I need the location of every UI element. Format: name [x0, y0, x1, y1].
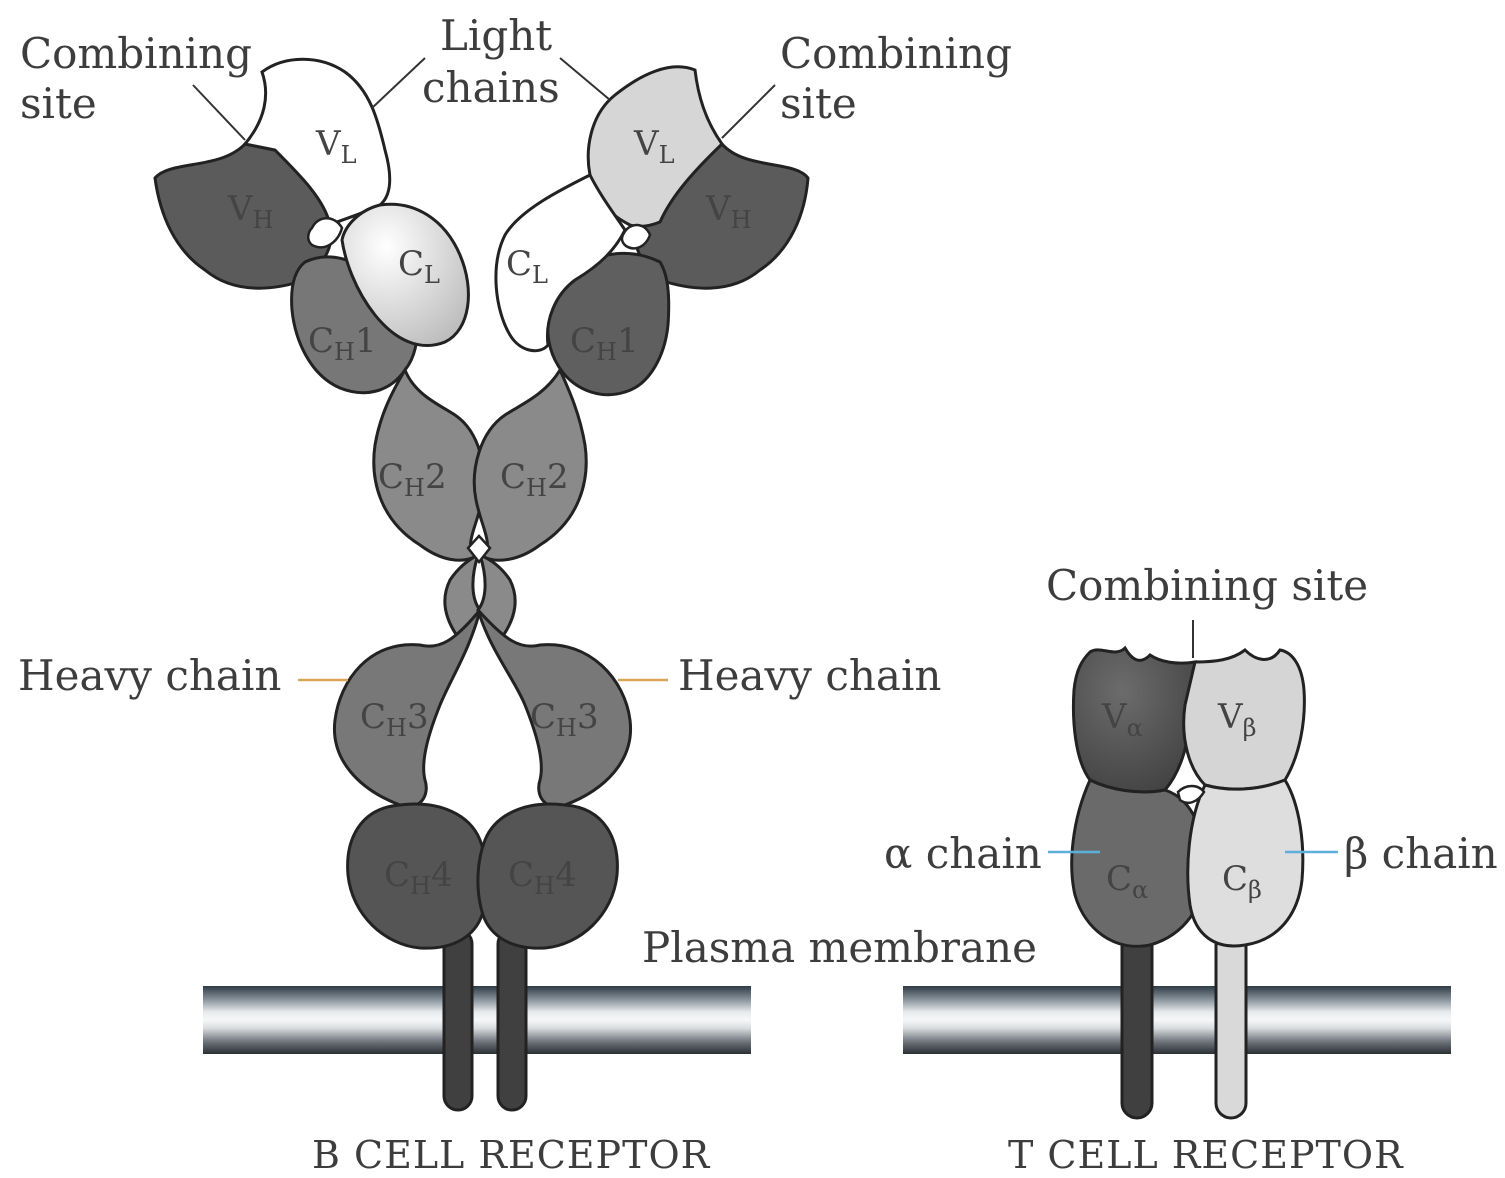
- bcr-left-tail: [444, 930, 472, 1110]
- label-combining-site-right-line2: site: [780, 79, 857, 128]
- tcr-beta-tail: [1216, 930, 1246, 1118]
- b-cell-receptor: VH VL CL CH1 CH2 CH3 CH4 VH VL CL CH1 CH…: [18, 11, 1012, 1177]
- leader-light-chains-right: [560, 58, 610, 100]
- label-tcr-combining-site: Combining site: [1046, 561, 1368, 610]
- tcr-title: T CELL RECEPTOR: [1008, 1133, 1404, 1177]
- tcr-c-alpha-domain: [1072, 780, 1205, 946]
- tcr-plasma-membrane: [903, 986, 1451, 1054]
- label-beta-chain: β chain: [1344, 829, 1498, 878]
- label-light-chains-line2: chains: [422, 63, 560, 112]
- bcr-plasma-membrane: [203, 986, 751, 1054]
- label-plasma-membrane: Plasma membrane: [642, 923, 1037, 972]
- right-ch2-domain: [474, 370, 586, 560]
- leader-light-chains-left: [372, 58, 425, 108]
- label-combining-site-left-line1: Combining: [20, 29, 252, 78]
- t-cell-receptor: Vα Vβ Cα Cβ Combining site α chain β cha…: [884, 561, 1498, 1177]
- tcr-alpha-tail: [1122, 930, 1152, 1118]
- bcr-right-tail: [498, 930, 526, 1110]
- label-heavy-chain-left: Heavy chain: [18, 651, 281, 700]
- label-alpha-chain: α chain: [884, 829, 1042, 878]
- bcr-title: B CELL RECEPTOR: [312, 1133, 711, 1177]
- leader-combining-site-left: [193, 85, 245, 140]
- label-light-chains-line1: Light: [440, 11, 552, 60]
- leader-combining-site-right: [722, 85, 775, 138]
- label-combining-site-left-line2: site: [20, 79, 97, 128]
- label-heavy-chain-right: Heavy chain: [678, 651, 941, 700]
- label-combining-site-right-line1: Combining: [780, 29, 1012, 78]
